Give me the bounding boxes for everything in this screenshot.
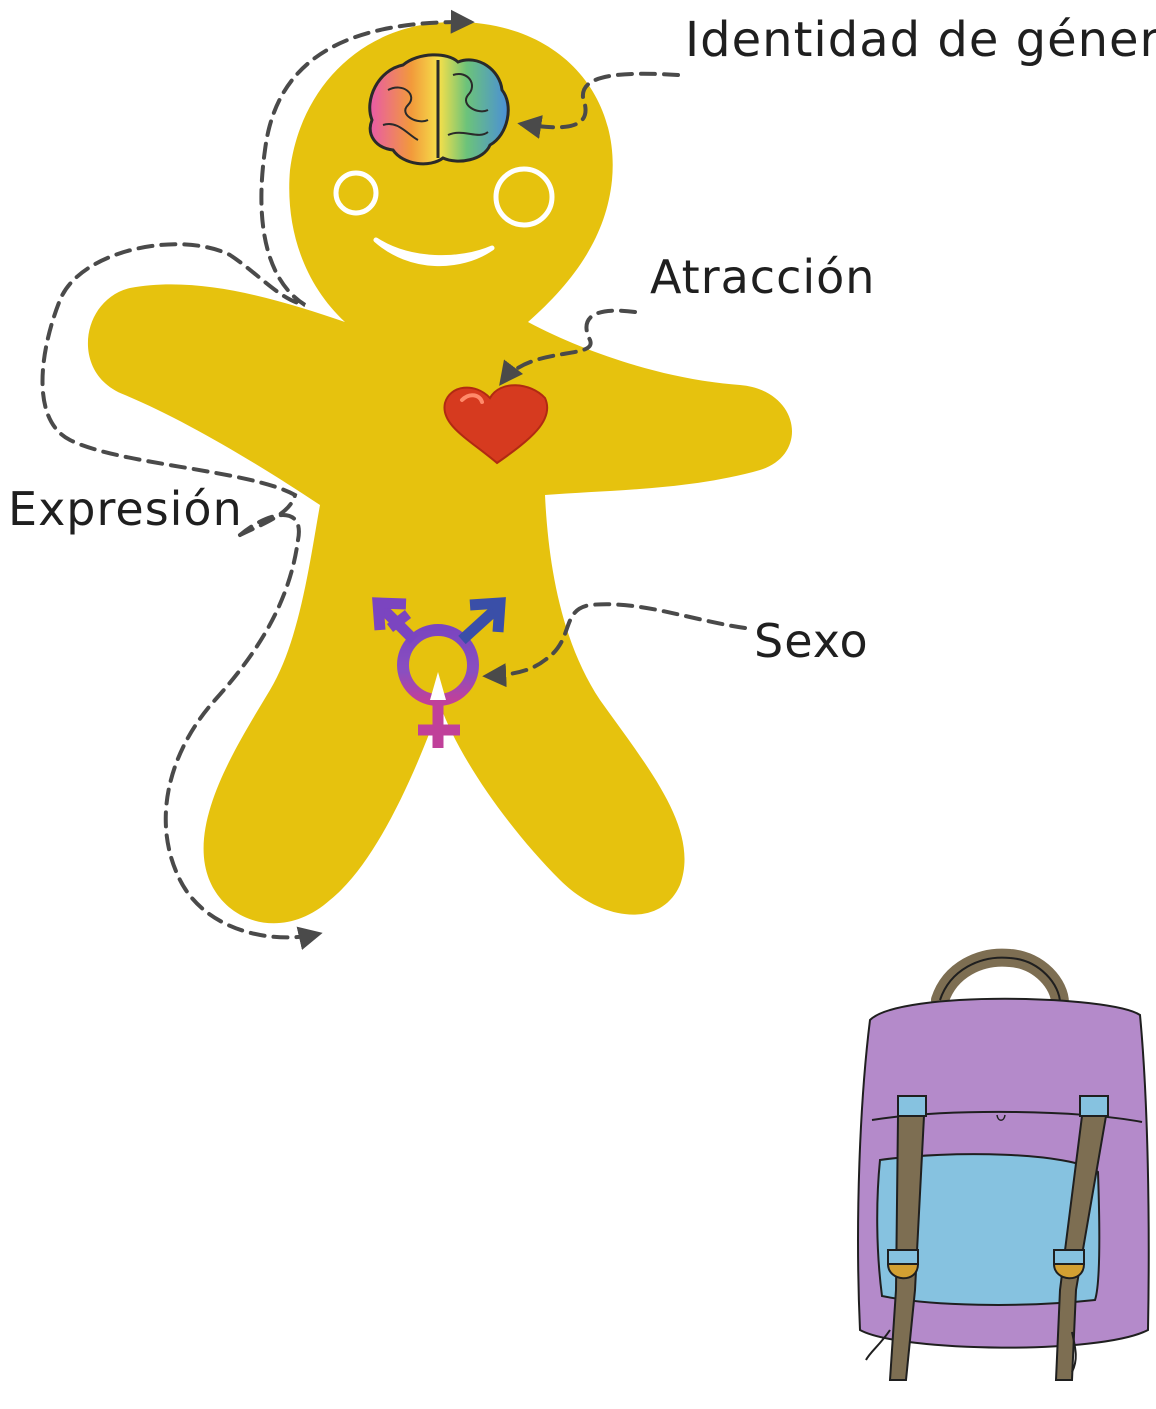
label-atraccion: Atracción bbox=[650, 250, 875, 304]
brain-icon bbox=[370, 55, 508, 164]
label-identidad-de-genero: Identidad de género bbox=[685, 12, 1156, 68]
backpack-icon bbox=[858, 958, 1149, 1380]
label-expresion: Expresión bbox=[8, 482, 243, 536]
label-sexo: Sexo bbox=[754, 614, 869, 668]
